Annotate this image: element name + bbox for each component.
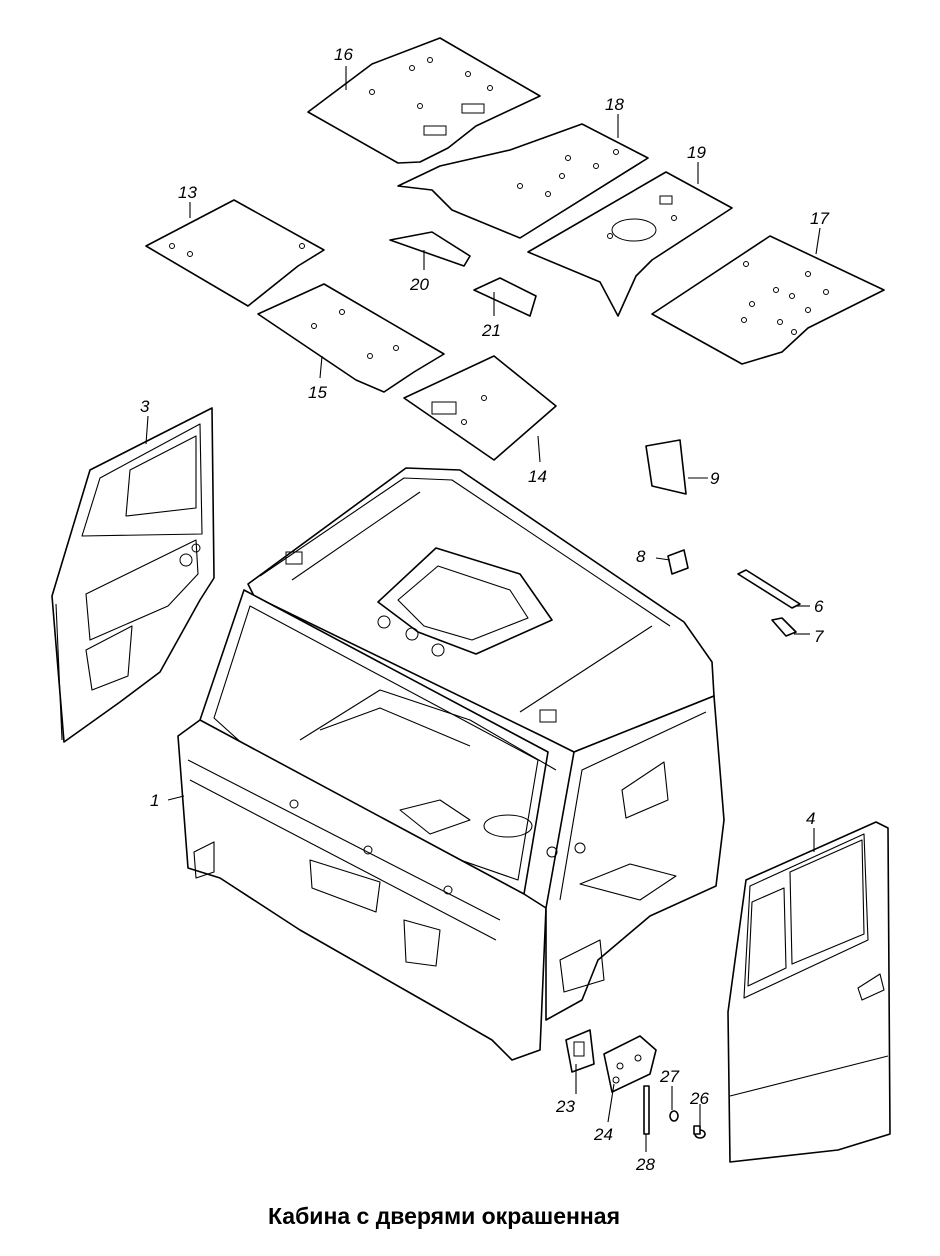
right-door-4 <box>727 821 891 1163</box>
left-door-3 <box>51 407 215 743</box>
callout-24: 24 <box>593 1125 613 1144</box>
callout-9: 9 <box>710 469 720 488</box>
floor-mat-16 <box>307 37 541 164</box>
pad-20 <box>389 231 471 267</box>
pin-28 <box>643 1085 650 1135</box>
leader-lines <box>145 66 821 1152</box>
pad-8 <box>667 549 689 575</box>
callout-labels: 16 18 19 17 13 20 21 15 14 9 8 6 7 3 1 4… <box>140 45 829 1174</box>
callout-16: 16 <box>334 45 353 64</box>
callout-19: 19 <box>687 143 706 162</box>
callout-1: 1 <box>150 791 159 810</box>
callout-8: 8 <box>636 547 646 566</box>
callout-23: 23 <box>555 1097 575 1116</box>
callout-15: 15 <box>308 383 327 402</box>
pad-6 <box>737 569 801 609</box>
callout-27: 27 <box>659 1067 679 1086</box>
callout-26: 26 <box>689 1089 709 1108</box>
callout-4: 4 <box>806 809 815 828</box>
callout-6: 6 <box>814 597 824 616</box>
callout-3: 3 <box>140 397 150 416</box>
floor-mat-15 <box>257 283 445 393</box>
cab-body-1 <box>177 467 725 1061</box>
pad-7 <box>771 617 797 637</box>
diagram-caption: Кабина с дверями окрашенная <box>267 1203 620 1229</box>
callout-28: 28 <box>635 1155 655 1174</box>
nut-27 <box>669 1110 679 1122</box>
floor-mat-13 <box>145 199 325 307</box>
pad-21 <box>473 277 537 317</box>
callout-7: 7 <box>814 627 824 646</box>
bolt-26 <box>693 1125 706 1139</box>
callout-18: 18 <box>605 95 624 114</box>
callout-13: 13 <box>178 183 197 202</box>
floor-mat-14 <box>403 355 557 461</box>
hinge-plate-23 <box>565 1029 595 1073</box>
floor-mat-17 <box>651 235 885 365</box>
floor-mat-19 <box>527 171 733 317</box>
callout-17: 17 <box>810 209 829 228</box>
callout-21: 21 <box>481 321 501 340</box>
callout-20: 20 <box>409 275 429 294</box>
hinge-24 <box>603 1035 657 1093</box>
pad-9 <box>645 439 687 495</box>
floor-mat-18 <box>397 123 649 239</box>
callout-14: 14 <box>528 467 547 486</box>
